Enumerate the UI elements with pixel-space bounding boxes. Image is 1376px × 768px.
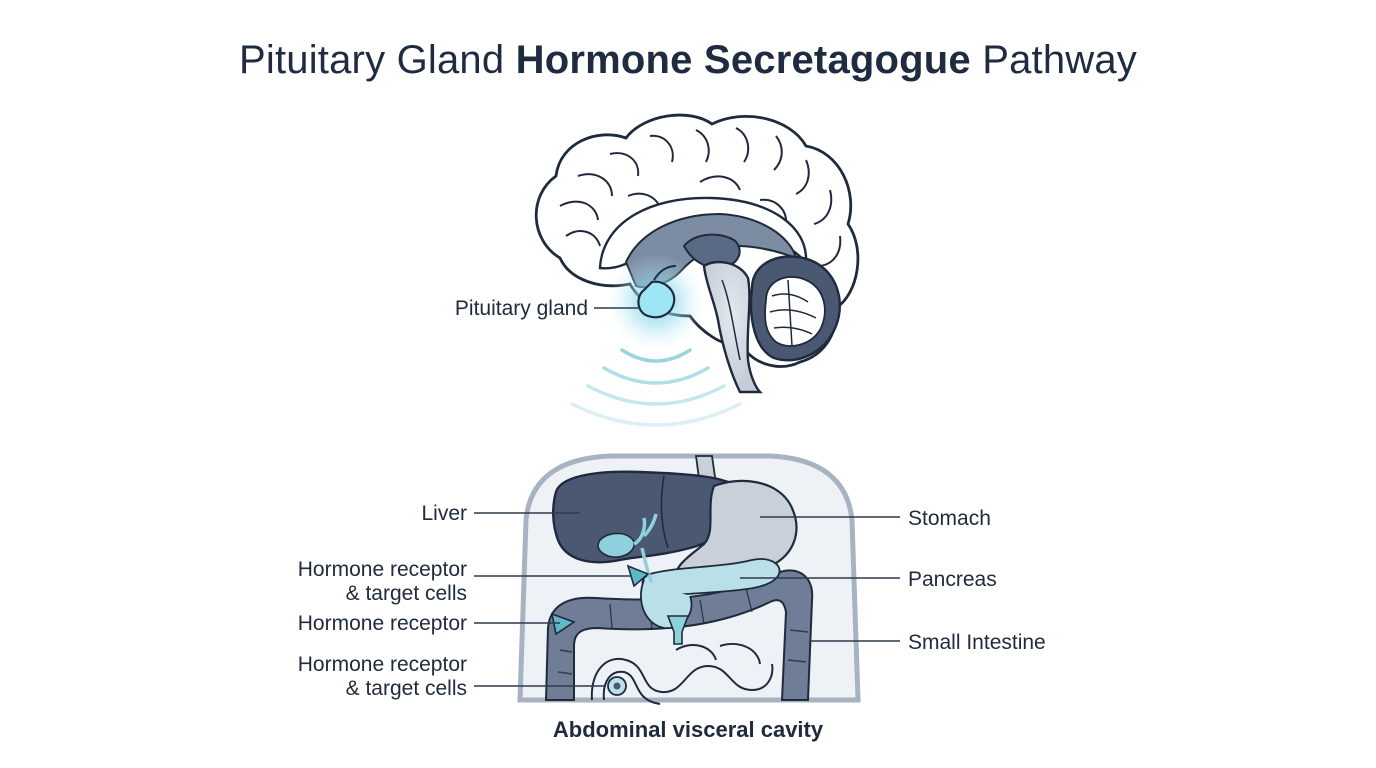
label-pancreas: Pancreas xyxy=(908,568,997,591)
brain-illustration xyxy=(534,113,860,427)
label-receptor-target-2-line1: Hormone receptor xyxy=(298,653,467,676)
caption-abdominal-cavity: Abdominal visceral cavity xyxy=(553,717,824,742)
receptor-marker-duodenum xyxy=(666,615,690,645)
title-part-bold: Hormone Secretagogue xyxy=(515,38,971,82)
label-liver: Liver xyxy=(421,502,467,525)
abdominal-illustration xyxy=(517,453,861,705)
small-intestine-loops xyxy=(590,643,774,705)
gallbladder xyxy=(597,532,635,558)
label-receptor-target-1-line2: & target cells xyxy=(346,582,467,605)
label-receptor-target-1-line1: Hormone receptor xyxy=(298,558,467,581)
label-stomach: Stomach xyxy=(908,507,991,530)
brainstem xyxy=(702,260,763,394)
large-intestine xyxy=(544,569,814,701)
label-pituitary-gland: Pituitary gland xyxy=(455,297,588,320)
leader-lines xyxy=(474,307,900,687)
label-hormone-receptor: Hormone receptor xyxy=(298,612,467,635)
diagram-title: Pituitary Gland Hormone Secretagogue Pat… xyxy=(0,38,1376,83)
pituitary-gland xyxy=(637,280,676,319)
label-small-intestine: Small Intestine xyxy=(908,631,1046,654)
title-part-regular: Pituitary Gland xyxy=(238,38,516,82)
title-part-regular-end: Pathway xyxy=(970,38,1138,82)
signal-waves xyxy=(570,348,742,427)
receptor-marker-colon xyxy=(550,612,576,636)
label-receptor-target-2-line2: & target cells xyxy=(346,677,467,700)
